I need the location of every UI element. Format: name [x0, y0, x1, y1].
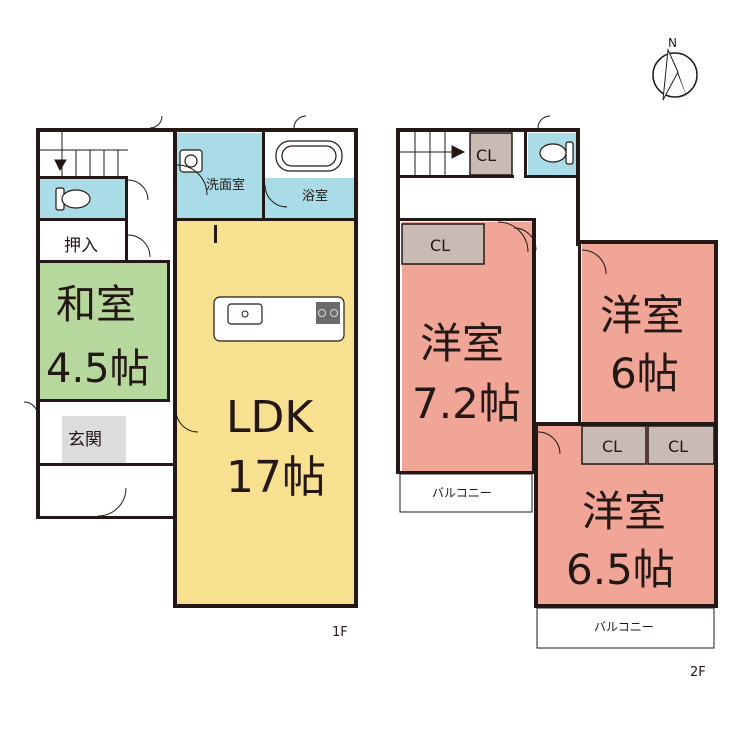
toilet2-wall-bottom — [524, 175, 580, 178]
cl-room1-label: CL — [430, 236, 450, 255]
closet-wall-top — [36, 218, 128, 221]
toilet-2f-icon — [539, 141, 574, 165]
toilet2-wall-left — [524, 128, 527, 178]
entrance-wall-top — [36, 463, 176, 466]
entrance-wall-bottom — [36, 516, 176, 519]
japanese-room-size: 4.5帖 — [46, 346, 150, 392]
outer-wall-2f-top — [396, 128, 578, 132]
floor-1f-label: 1F — [332, 625, 348, 640]
balcony2-label: バルコニー — [594, 620, 654, 634]
ldk-name: LDK — [226, 392, 314, 443]
stove-icon — [316, 302, 340, 324]
kitchen-sink-icon — [227, 303, 263, 325]
room1-size: 7.2帖 — [412, 379, 521, 428]
bathroom — [264, 178, 354, 220]
room2-size: 6帖 — [610, 349, 679, 398]
entrance-hall — [62, 416, 126, 463]
western-room-6 — [582, 243, 714, 423]
door-swings-2f — [497, 115, 607, 455]
door-swings-1f — [23, 115, 307, 517]
cl-stair-label: CL — [476, 146, 496, 165]
ldk-size: 17帖 — [226, 452, 326, 503]
outer-wall-2f-left — [396, 128, 400, 474]
ldk-wall-top — [173, 218, 358, 221]
room2-wall-left — [578, 240, 581, 426]
balcony-2 — [536, 607, 715, 649]
toilet-wall-top — [36, 176, 128, 179]
hall-wall-right — [576, 128, 580, 246]
floor-2f-label: 2F — [690, 665, 706, 680]
bathtub-icon — [275, 140, 343, 172]
room3-size: 6.5帖 — [566, 545, 675, 594]
windows-1f — [220, 300, 357, 607]
japanese-wall-right — [167, 260, 170, 402]
washroom — [176, 133, 262, 220]
staircase-2f — [400, 132, 466, 175]
room2-name: 洋室 — [600, 291, 684, 340]
room1-wall-top — [396, 218, 536, 221]
toilet-wall-right — [125, 176, 128, 262]
outer-wall-1f-left — [36, 128, 40, 518]
washroom-label: 洗面室 — [206, 177, 245, 193]
kitchen-counter — [213, 296, 345, 342]
room1-wall-right — [532, 218, 536, 474]
ldk-wall-left — [173, 220, 177, 608]
room1-name: 洋室 — [420, 319, 504, 368]
japanese-room-name: 和室 — [56, 282, 136, 328]
stair-wall-bottom — [396, 175, 514, 178]
bath-wall-left — [262, 128, 265, 220]
staircase-1f — [40, 132, 128, 176]
closet-room3a — [581, 425, 647, 465]
japanese-wall-bottom — [36, 399, 170, 402]
compass-north-label: N — [668, 36, 677, 50]
japanese-wall-top — [36, 260, 170, 263]
outer-wall-1f-top — [38, 128, 354, 132]
compass: N — [652, 36, 698, 101]
room2-wall-top — [576, 240, 718, 244]
bath-label: 浴室 — [302, 188, 328, 204]
closet-room1 — [401, 223, 485, 265]
room3-wall-bottom — [534, 604, 718, 608]
floor-2f: CL CL CL CL 洋室 7.2帖 洋室 6帖 洋室 6.5帖 バルコニー … — [396, 115, 718, 680]
room1-wall-bottom — [396, 471, 536, 474]
room3-name: 洋室 — [582, 487, 666, 536]
japanese-room — [40, 263, 168, 400]
balcony1-label: バルコニー — [432, 486, 492, 500]
stair-arrow-2f-icon — [451, 145, 466, 159]
ldk-room — [176, 220, 354, 605]
cl-room3a-label: CL — [602, 437, 622, 456]
compass-needle-tail-icon — [662, 48, 679, 101]
ldk-kitchen-wall — [214, 225, 217, 243]
balcony-1 — [399, 473, 533, 513]
closet-label: 押入 — [64, 236, 98, 256]
outer-wall-1f-right — [354, 128, 358, 608]
stair-arrow-icon — [54, 159, 67, 172]
cl-room3b-label: CL — [668, 437, 688, 456]
floor-1f: 洗面室 浴室 押入 和室 4.5帖 玄関 LDK 17帖 1F — [23, 115, 358, 640]
room3-wall-top — [534, 422, 718, 426]
wet-wall-left — [173, 128, 177, 220]
closet-stair — [469, 132, 513, 176]
entrance-label: 玄関 — [68, 430, 102, 450]
toilet-icon — [55, 187, 91, 211]
room3-wall-left — [534, 422, 538, 608]
